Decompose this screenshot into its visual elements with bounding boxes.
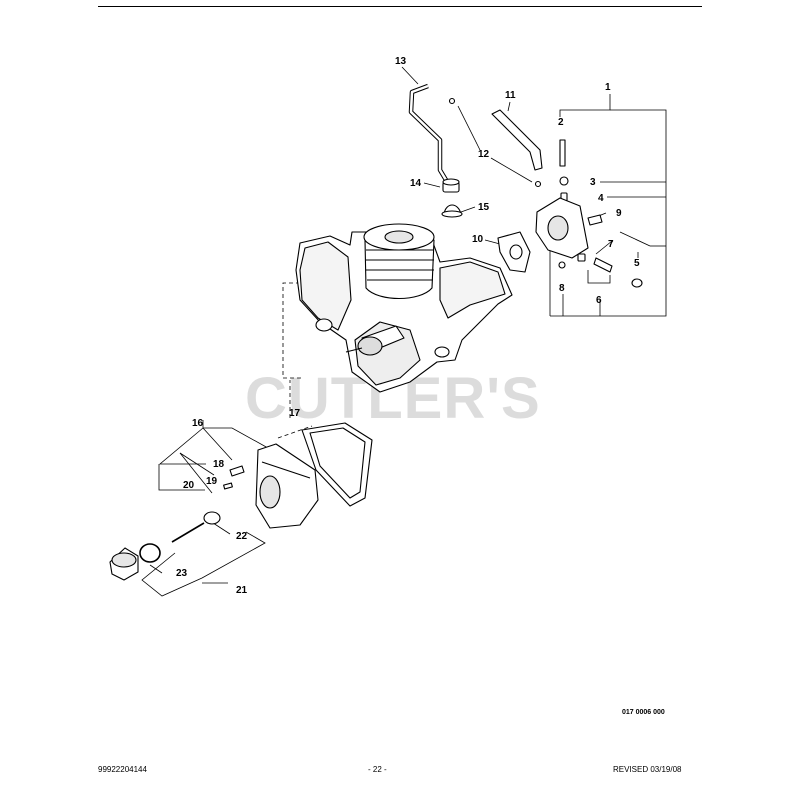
figure-code: 017 0006 000 (622, 709, 665, 716)
callout-19: 19 (206, 476, 218, 487)
callout-20: 20 (183, 480, 195, 491)
callout-22: 22 (236, 531, 248, 542)
callout-4: 4 (598, 193, 604, 204)
top-rule (98, 6, 702, 7)
callout-23: 23 (176, 568, 188, 579)
part-drawings (109, 83, 643, 581)
footer-revision: REVISED 03/19/08 (613, 765, 682, 774)
callout-12: 12 (478, 149, 490, 160)
callout-14: 14 (410, 178, 422, 189)
callout-1: 1 (605, 82, 611, 93)
callout-3: 3 (590, 177, 596, 188)
callout-10: 10 (472, 234, 484, 245)
callout-17: 17 (289, 408, 301, 419)
callout-18: 18 (213, 459, 225, 470)
callout-13: 13 (395, 56, 407, 67)
callout-6: 6 (596, 295, 602, 306)
footer-part-number: 99922204144 (98, 765, 147, 774)
callout-2: 2 (558, 117, 564, 128)
callout-5: 5 (634, 258, 640, 269)
callout-numbers: 1 2 3 4 5 6 7 8 9 10 11 12 13 14 15 16 1… (176, 56, 640, 596)
callout-9: 9 (616, 208, 622, 219)
callout-15: 15 (478, 202, 490, 213)
callout-7: 7 (608, 239, 614, 250)
footer-page-number: - 22 - (368, 765, 387, 774)
callout-16: 16 (192, 418, 204, 429)
callout-11: 11 (505, 90, 516, 101)
callout-21: 21 (236, 585, 248, 596)
callout-8: 8 (559, 283, 565, 294)
leader-lines (141, 66, 667, 597)
